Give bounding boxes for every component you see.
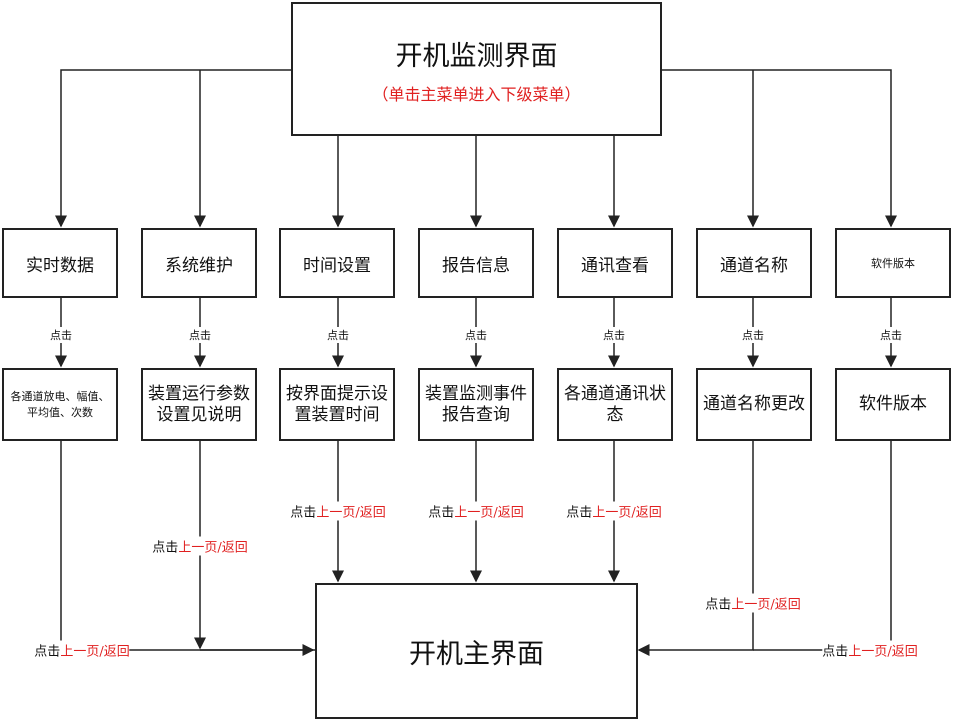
click-label: 点击 bbox=[603, 327, 625, 343]
detail-report-info[interactable]: 装置监测事件报告查询 bbox=[418, 368, 534, 441]
click-label: 点击 bbox=[189, 327, 211, 343]
return-label: 点击上一页/返回 bbox=[566, 501, 662, 521]
menu-label: 时间设置 bbox=[303, 255, 371, 276]
menu-communication-view[interactable]: 通讯查看 bbox=[557, 228, 673, 298]
click-label: 点击 bbox=[327, 327, 349, 343]
click-label: 点击 bbox=[880, 327, 902, 343]
detail-software-version[interactable]: 软件版本 bbox=[835, 368, 951, 441]
menu-label: 系统维护 bbox=[165, 255, 233, 276]
menu-label: 通道名称 bbox=[720, 255, 788, 276]
main-screen[interactable]: 开机主界面 bbox=[315, 583, 638, 719]
click-label: 点击 bbox=[50, 327, 72, 343]
detail-text: 按界面提示设置装置时间 bbox=[286, 383, 388, 425]
detail-text: 装置监测事件报告查询 bbox=[425, 383, 527, 425]
menu-label: 通讯查看 bbox=[581, 255, 649, 276]
detail-text: 软件版本 bbox=[859, 394, 927, 414]
top-title: 开机监测界面 bbox=[395, 40, 558, 72]
return-label: 点击上一页/返回 bbox=[152, 536, 248, 556]
detail-realtime-data[interactable]: 各通道放电、幅值、平均值、次数 bbox=[2, 368, 118, 441]
detail-communication-view[interactable]: 各通道通讯状态 bbox=[557, 368, 673, 441]
detail-system-maintenance[interactable]: 装置运行参数设置见说明 bbox=[141, 368, 257, 441]
startup-monitor-screen: 开机监测界面 （单击主菜单进入下级菜单） bbox=[291, 2, 662, 136]
menu-channel-name[interactable]: 通道名称 bbox=[696, 228, 812, 298]
menu-realtime-data[interactable]: 实时数据 bbox=[2, 228, 118, 298]
click-label: 点击 bbox=[465, 327, 487, 343]
return-label: 点击上一页/返回 bbox=[290, 501, 386, 521]
return-label: 点击上一页/返回 bbox=[705, 593, 801, 613]
return-label: 点击上一页/返回 bbox=[428, 501, 524, 521]
detail-channel-name[interactable]: 通道名称更改 bbox=[696, 368, 812, 441]
menu-label: 报告信息 bbox=[442, 255, 510, 276]
menu-label: 软件版本 bbox=[871, 257, 915, 270]
menu-time-setting[interactable]: 时间设置 bbox=[279, 228, 395, 298]
detail-text: 各通道放电、幅值、平均值、次数 bbox=[10, 389, 110, 419]
top-subtitle: （单击主菜单进入下级菜单） bbox=[372, 84, 581, 104]
menu-report-info[interactable]: 报告信息 bbox=[418, 228, 534, 298]
click-label: 点击 bbox=[742, 327, 764, 343]
main-title: 开机主界面 bbox=[409, 638, 544, 670]
detail-text: 各通道通讯状态 bbox=[564, 383, 666, 425]
return-label: 点击上一页/返回 bbox=[34, 640, 130, 660]
menu-system-maintenance[interactable]: 系统维护 bbox=[141, 228, 257, 298]
return-label: 点击上一页/返回 bbox=[822, 640, 918, 660]
detail-text: 通道名称更改 bbox=[703, 394, 805, 414]
detail-time-setting[interactable]: 按界面提示设置装置时间 bbox=[279, 368, 395, 441]
menu-software-version[interactable]: 软件版本 bbox=[835, 228, 951, 298]
detail-text: 装置运行参数设置见说明 bbox=[148, 383, 250, 425]
menu-label: 实时数据 bbox=[26, 255, 94, 276]
